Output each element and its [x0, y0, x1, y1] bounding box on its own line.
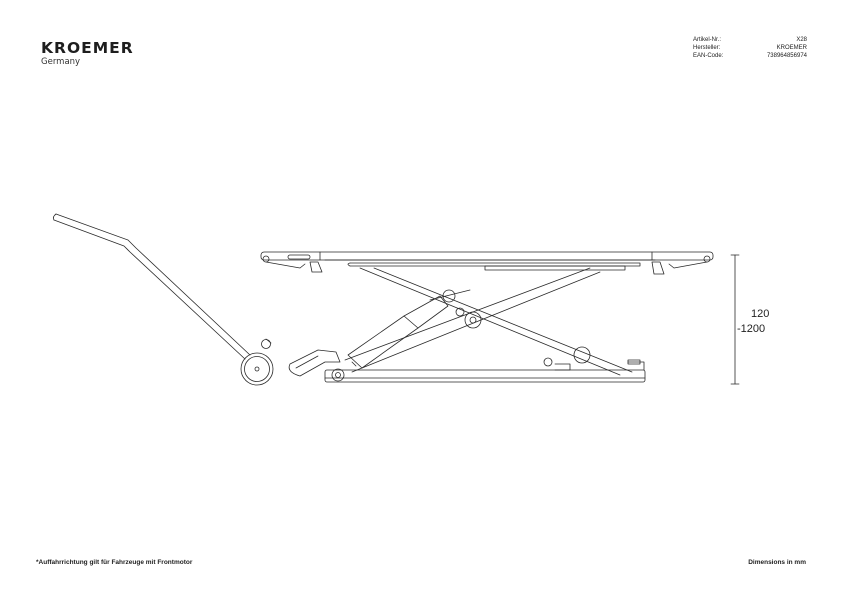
brand-logo: KROEMER Germany [41, 39, 134, 68]
meta-label: Hersteller: [693, 45, 721, 51]
meta-label: Artikel-Nr.: [693, 37, 722, 43]
meta-value: KROEMER [776, 45, 807, 51]
meta-label: EAN-Code: [693, 53, 724, 59]
dimension-line [730, 254, 740, 385]
base-frame [324, 359, 646, 383]
meta-row-ean: EAN-Code: 738964856974 [693, 52, 807, 60]
meta-row-article: Artikel-Nr.: X28 [693, 36, 807, 44]
meta-value: 738964856974 [766, 53, 807, 59]
pump-pedal [288, 349, 341, 377]
brand-subtitle: Germany [41, 57, 81, 67]
footer-units: Dimensions in mm [748, 559, 806, 566]
dimension-value-min: 120 [751, 308, 770, 320]
footer-note: *Auffahrrichtung gilt für Fahrzeuge mit … [36, 559, 193, 566]
product-meta: Artikel-Nr.: X28 Hersteller: KROEMER EAN… [693, 36, 807, 60]
meta-value: X28 [796, 37, 807, 43]
brand-name: KROEMER [41, 39, 134, 57]
scissor-arms [344, 267, 633, 376]
dimension-value-max: -1200 [737, 323, 766, 335]
hydraulic-cylinder [347, 295, 449, 369]
tow-handle [52, 213, 251, 360]
meta-row-manufacturer: Hersteller: KROEMER [693, 44, 807, 52]
tow-wheel [240, 338, 274, 386]
top-platform [260, 251, 714, 275]
